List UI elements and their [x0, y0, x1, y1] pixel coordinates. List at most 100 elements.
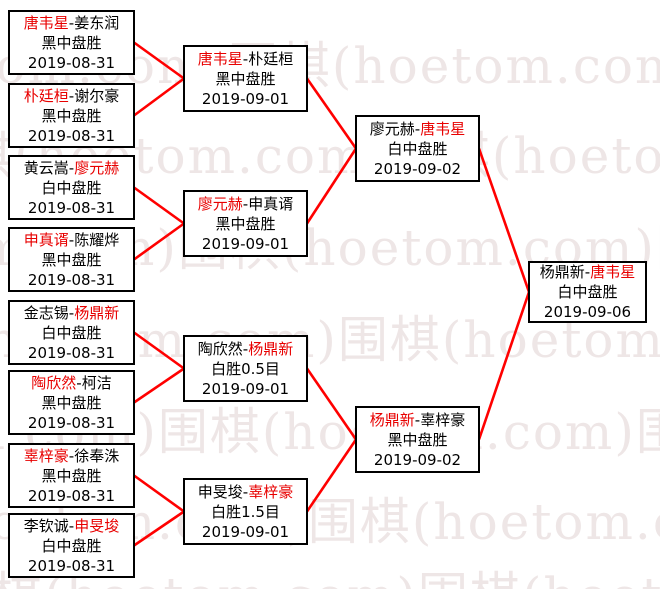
- match-date: 2019-08-31: [27, 126, 116, 145]
- match-result: 白中盘胜: [557, 283, 618, 301]
- separator: -: [68, 516, 75, 535]
- separator: -: [68, 446, 75, 465]
- match-date: 2019-09-06: [543, 303, 632, 321]
- match-result: 黑中盘胜: [41, 393, 102, 412]
- match-result: 黑中盘胜: [387, 430, 448, 449]
- match-date: 2019-09-02: [373, 159, 462, 178]
- player-name: 申旻埈: [197, 482, 243, 501]
- match-date: 2019-09-01: [201, 379, 290, 398]
- separator: -: [242, 482, 249, 501]
- match-result: 黑中盘胜: [41, 33, 102, 52]
- separator: -: [242, 194, 249, 213]
- match-players: 陶欣然-柯洁: [31, 373, 111, 393]
- separator: -: [414, 410, 421, 429]
- match-result: 黑中盘胜: [41, 106, 102, 125]
- separator: -: [68, 158, 75, 177]
- match-players: 金志锡-杨鼎新: [24, 303, 119, 323]
- match-result: 白胜1.5目: [211, 502, 280, 521]
- player-name: 申真谞: [248, 194, 294, 213]
- winner-name: 唐韦星: [420, 119, 466, 138]
- winner-name: 廖元赫: [74, 158, 120, 177]
- match-players: 李钦诚-申旻埈: [24, 516, 119, 536]
- winner-name: 申真谞: [23, 230, 69, 249]
- match-players: 朴廷桓-谢尔豪: [24, 86, 119, 106]
- match-players: 黄云嵩-廖元赫: [24, 158, 119, 178]
- match-players: 申真谞-陈耀烨: [24, 230, 119, 250]
- winner-name: 辜梓豪: [248, 482, 294, 501]
- match-players: 申旻埈-辜梓豪: [198, 482, 293, 502]
- winner-name: 申旻埈: [74, 516, 120, 535]
- match-result: 黑中盘胜: [215, 214, 276, 233]
- player-name: 朴廷桓: [248, 49, 294, 68]
- player-name: 徐奉洙: [74, 446, 120, 465]
- match-players: 廖元赫-唐韦星: [370, 119, 465, 139]
- match-box-r2m3: 陶欣然-杨鼎新 白胜0.5目 2019-09-01: [183, 335, 308, 402]
- winner-name: 杨鼎新: [369, 410, 415, 429]
- match-result: 白中盘胜: [387, 139, 448, 158]
- match-box-r1m2: 朴廷桓-谢尔豪 黑中盘胜 2019-08-31: [8, 83, 135, 148]
- player-name: 谢尔豪: [74, 86, 120, 105]
- winner-name: 杨鼎新: [74, 303, 120, 322]
- winner-name: 朴廷桓: [23, 86, 69, 105]
- player-name: 姜东润: [74, 13, 120, 32]
- match-date: 2019-09-01: [201, 522, 290, 541]
- match-date: 2019-09-01: [201, 234, 290, 253]
- winner-name: 唐韦星: [23, 13, 69, 32]
- winner-name: 唐韦星: [197, 49, 243, 68]
- match-players: 辜梓豪-徐奉洙: [24, 446, 119, 466]
- match-result: 白中盘胜: [41, 536, 102, 555]
- match-date: 2019-08-31: [27, 53, 116, 72]
- match-box-r2m2: 廖元赫-申真谞 黑中盘胜 2019-09-01: [183, 190, 308, 257]
- match-box-final: 杨鼎新-唐韦星 白中盘胜 2019-09-06: [528, 261, 647, 323]
- match-result: 黑中盘胜: [41, 466, 102, 485]
- match-date: 2019-08-31: [27, 486, 116, 505]
- match-result: 白中盘胜: [41, 178, 102, 197]
- match-players: 杨鼎新-辜梓豪: [370, 410, 465, 430]
- player-name: 杨鼎新: [539, 263, 585, 281]
- watermark-text: 围棋(hoetom.com)围棋(hoetom.com)围棋(hoetom.co…: [0, 556, 660, 589]
- match-result: 白中盘胜: [41, 323, 102, 342]
- match-box-r1m3: 黄云嵩-廖元赫 白中盘胜 2019-08-31: [8, 155, 135, 220]
- player-name: 柯洁: [81, 373, 112, 392]
- separator: -: [584, 263, 591, 281]
- player-name: 李钦诚: [23, 516, 69, 535]
- winner-name: 唐韦星: [590, 263, 636, 281]
- match-date: 2019-08-31: [27, 556, 116, 575]
- match-box-sf1: 廖元赫-唐韦星 白中盘胜 2019-09-02: [355, 115, 480, 182]
- player-name: 廖元赫: [369, 119, 415, 138]
- winner-name: 陶欣然: [31, 373, 77, 392]
- match-result: 白胜0.5目: [211, 359, 280, 378]
- match-date: 2019-08-31: [27, 413, 116, 432]
- separator: -: [242, 49, 249, 68]
- player-name: 黄云嵩: [23, 158, 69, 177]
- player-name: 陶欣然: [197, 339, 243, 358]
- match-players: 陶欣然-杨鼎新: [198, 339, 293, 359]
- separator: -: [68, 303, 75, 322]
- match-box-r1m4: 申真谞-陈耀烨 黑中盘胜 2019-08-31: [8, 227, 135, 292]
- player-name: 陈耀烨: [74, 230, 120, 249]
- match-box-r2m1: 唐韦星-朴廷桓 黑中盘胜 2019-09-01: [183, 45, 308, 112]
- player-name: 金志锡: [23, 303, 69, 322]
- winner-name: 杨鼎新: [248, 339, 294, 358]
- match-date: 2019-09-01: [201, 89, 290, 108]
- match-box-r1m5: 金志锡-杨鼎新 白中盘胜 2019-08-31: [8, 300, 135, 365]
- match-players: 唐韦星-姜东润: [24, 13, 119, 33]
- match-box-r2m4: 申旻埈-辜梓豪 白胜1.5目 2019-09-01: [183, 478, 308, 545]
- match-box-r1m1: 唐韦星-姜东润 黑中盘胜 2019-08-31: [8, 10, 135, 75]
- match-result: 黑中盘胜: [41, 250, 102, 269]
- separator: -: [242, 339, 249, 358]
- match-players: 杨鼎新-唐韦星: [540, 262, 635, 282]
- separator: -: [68, 86, 75, 105]
- winner-name: 廖元赫: [197, 194, 243, 213]
- match-date: 2019-08-31: [27, 343, 116, 362]
- match-box-r1m8: 李钦诚-申旻埈 白中盘胜 2019-08-31: [8, 513, 135, 578]
- player-name: 辜梓豪: [420, 410, 466, 429]
- match-box-r1m6: 陶欣然-柯洁 黑中盘胜 2019-08-31: [8, 370, 135, 435]
- separator: -: [414, 119, 421, 138]
- match-box-r1m7: 辜梓豪-徐奉洙 黑中盘胜 2019-08-31: [8, 443, 135, 508]
- match-players: 廖元赫-申真谞: [198, 194, 293, 214]
- separator: -: [76, 373, 82, 392]
- separator: -: [68, 13, 75, 32]
